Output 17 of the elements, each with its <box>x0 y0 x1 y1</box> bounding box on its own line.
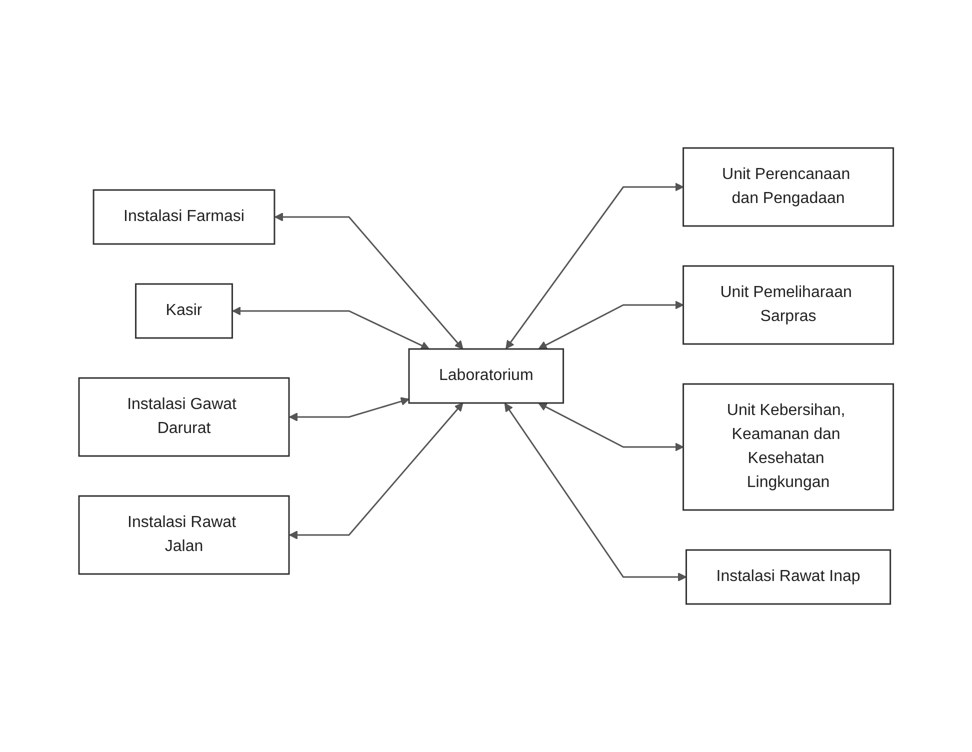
arrow <box>232 306 430 350</box>
node-box: Instalasi Rawat Inap <box>685 549 891 605</box>
arrow <box>504 402 686 582</box>
node-box: Instalasi Gawat Darurat <box>78 377 290 457</box>
arrow <box>538 300 684 350</box>
arrow <box>288 397 410 422</box>
node-box: Unit Pemeliharaan Sarpras <box>682 265 894 345</box>
node-box: Kasir <box>134 283 233 339</box>
node-box: Unit Perencanaan dan Pengadaan <box>682 147 894 227</box>
arrow <box>274 212 464 350</box>
arrow <box>505 182 684 350</box>
node-box: Unit Kebersihan, Keamanan dan Kesehatan Lingkungan <box>682 383 894 511</box>
arrow <box>538 402 684 452</box>
arrow <box>288 402 464 540</box>
node-box: Laboratorium <box>408 348 564 404</box>
node-box: Instalasi Rawat Jalan <box>78 495 290 575</box>
node-box: Instalasi Farmasi <box>92 189 276 245</box>
